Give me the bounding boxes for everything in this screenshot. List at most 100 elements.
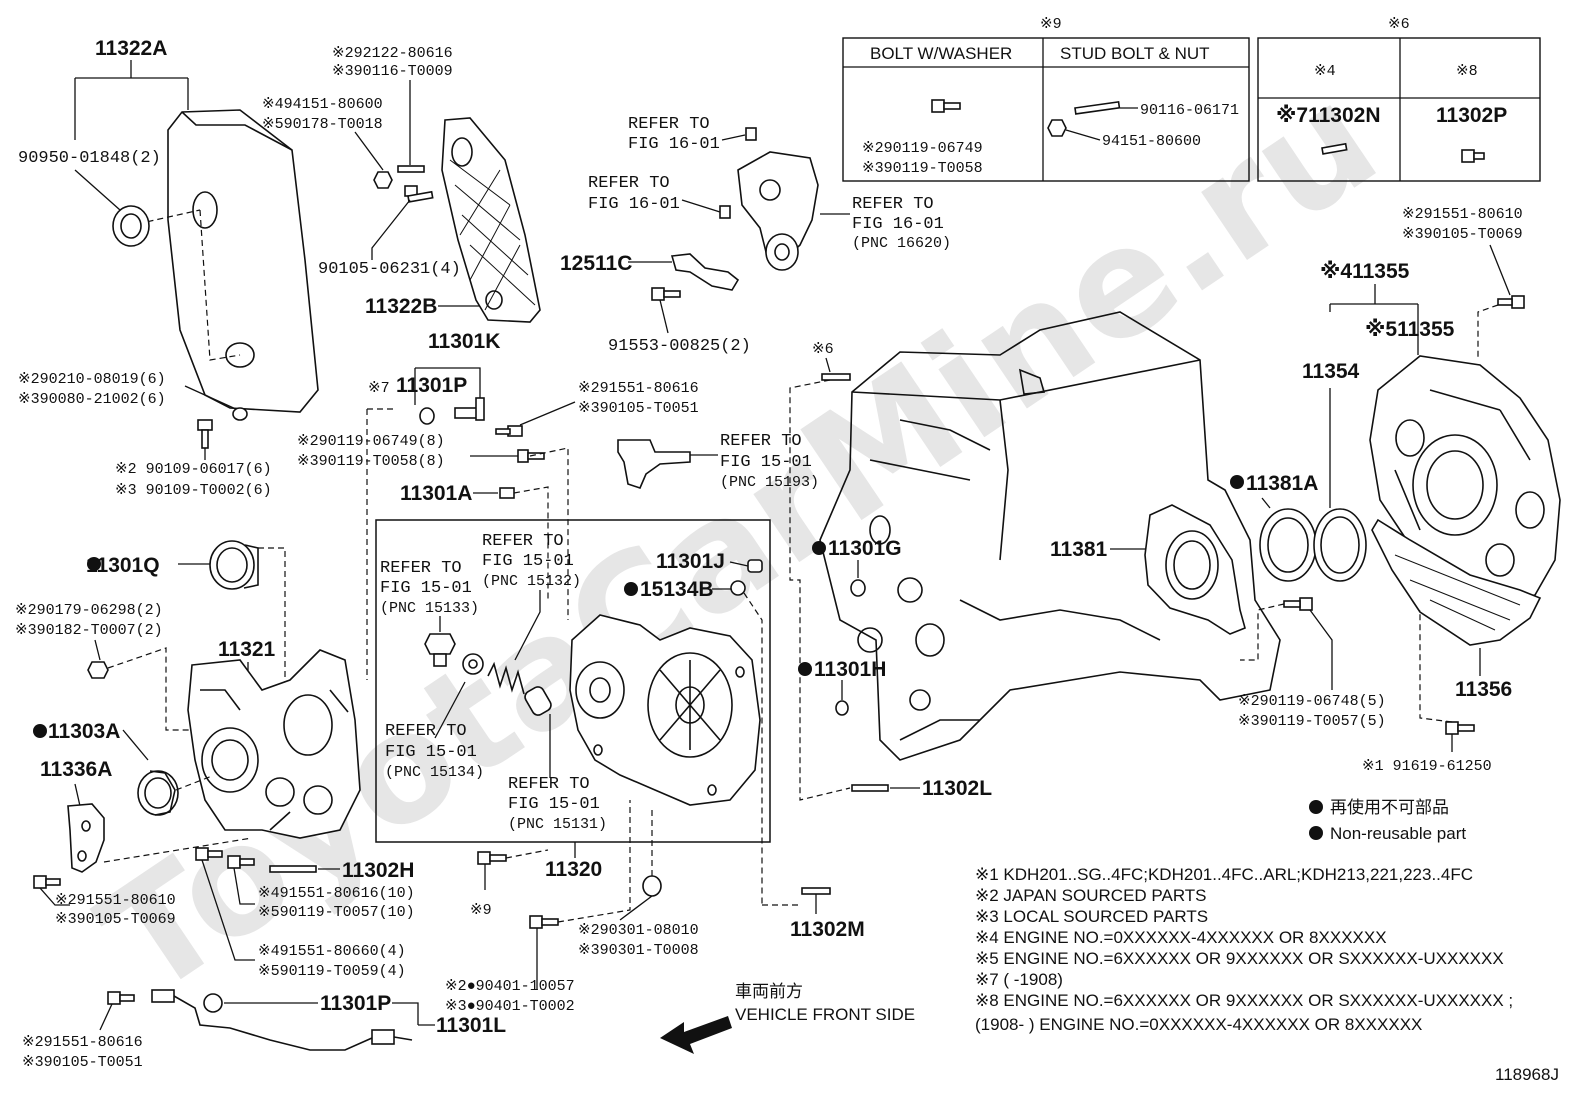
nonreusable-dot-11301H (798, 662, 812, 676)
label-92122: ※292122-80616 (332, 45, 453, 62)
table6-col1: ※4 (1314, 63, 1336, 80)
label-91551-80660-4: ※491551-80660(4) (258, 943, 406, 960)
label-11301H: 11301H (814, 658, 886, 681)
oring-11301P-bot (203, 993, 223, 1013)
stud-90116 (397, 165, 425, 173)
label-90119-T0059-4: ※590119-T0059(4) (258, 963, 406, 980)
refer-15131-line1: REFER TO (508, 775, 590, 794)
note-8: ※8 ENGINE NO.=6XXXXXX OR 9XXXXXX OR SXXX… (975, 991, 1513, 1010)
bolt-91551-80610-r (1497, 295, 1525, 309)
gasket-15193 (617, 439, 691, 489)
label-90301-08010: ※290301-08010 (578, 922, 699, 939)
bolt-9mark (477, 851, 507, 865)
table9-c1a: ※290119-06749 (862, 140, 983, 157)
oring-11301G (850, 579, 866, 597)
bolt-91619 (1445, 721, 1475, 735)
label-91551-80610-bl: ※291551-80610 (55, 892, 176, 909)
label-90109-T0002: ※3 90109-T0002(6) (115, 482, 272, 499)
table6-mark: ※6 (1388, 16, 1410, 33)
oil-pump-11320 (569, 614, 761, 806)
pin-11301J (747, 559, 763, 573)
legend-jp: 再使用不可部品 (1330, 797, 1449, 817)
table9-c2b: 94151-80600 (1102, 133, 1201, 150)
label-11381A: 11381A (1246, 472, 1318, 495)
label-9mark-bolt: ※9 (470, 902, 492, 919)
notes-block: ※1 KDH201..SG..4FC;KDH201..4FC..ARL;KDH2… (975, 865, 1513, 1034)
stud-11302L (851, 784, 889, 792)
label-11322B: 11322B (365, 295, 437, 318)
legend-en: Non-reusable part (1330, 824, 1466, 843)
oring-90301 (642, 875, 662, 897)
nonreusable-dot-11381A (1230, 475, 1244, 489)
bolt-91551-top (495, 425, 523, 437)
label-6mark: ※6 (812, 341, 834, 358)
label-11322A: 11322A (95, 37, 167, 60)
refer-15133-line3: (PNC 15133) (380, 600, 479, 617)
label-90080: ※390080-21002(6) (18, 391, 166, 408)
refer-15132-line2: FIG 15-01 (482, 552, 574, 571)
label-front-en: VEHICLE FRONT SIDE (735, 1005, 915, 1024)
label-90109-06017: ※2 90109-06017(6) (115, 461, 272, 478)
refer-15193-line1: REFER TO (720, 432, 802, 451)
valve-15131 (524, 686, 552, 716)
plate-11354 (1313, 508, 1367, 582)
table9-c1b: ※390119-T0058 (862, 160, 983, 177)
timing-cover-11322A (127, 109, 319, 413)
refer-15133-line2: FIG 15-01 (380, 579, 472, 598)
table6-col2: ※8 (1456, 63, 1478, 80)
label-11301P-bot: 11301P (320, 992, 391, 1015)
refer-15132-line1: REFER TO (482, 532, 564, 551)
refer-15134-line3: (PNC 15134) (385, 764, 484, 781)
spring-15132 (487, 661, 525, 695)
table9-col2: STUD BOLT & NUT (1060, 44, 1210, 63)
oil-seal-11381A (1259, 508, 1317, 582)
refer-15131-line3: (PNC 15131) (508, 816, 607, 833)
label-11356: 11356 (1455, 678, 1512, 701)
nonreusable-dot-15134B (624, 582, 638, 596)
vehicle-front-arrow (660, 1016, 732, 1054)
gasket-15134 (462, 653, 484, 675)
refer-16-c-line1: REFER TO (852, 195, 934, 214)
bolt-90401 (529, 915, 559, 929)
label-90119-T0057-5: ※390119-T0057(5) (1238, 713, 1386, 730)
refer-16-a-line1: REFER TO (628, 115, 710, 134)
table-6: ※6 ※4 ※8 ※711302N 11302P (1257, 16, 1541, 182)
refer-16-b-line2: FIG 16-01 (588, 195, 680, 214)
label-11320: 11320 (545, 858, 602, 881)
label-90301-T0008: ※390301-T0008 (578, 942, 699, 959)
label-90119-T0058-8: ※390119-T0058(8) (297, 453, 445, 470)
label-11302L: 11302L (922, 777, 992, 800)
timing-case-11321 (187, 649, 361, 839)
stud-11302M (801, 887, 831, 895)
refer-15134-line1: REFER TO (385, 722, 467, 741)
label-90401-10057: ※2●90401-10057 (445, 978, 575, 995)
label-90105-T0069-bl: ※390105-T0069 (55, 911, 176, 928)
bolt-91553 (651, 287, 681, 301)
label-11301Q: 11301Q (86, 554, 160, 577)
label-11355-5: ※511355 (1365, 318, 1455, 341)
seal-retainer-11381 (1144, 504, 1246, 635)
label-12511C: 12511C (560, 252, 632, 275)
figure-id: 118968J (1495, 1065, 1559, 1084)
refer-16-b-line1: REFER TO (588, 174, 670, 193)
table9-mark: ※9 (1040, 16, 1062, 33)
idler-bracket (737, 151, 819, 271)
label-90105-T0051-top: ※390105-T0051 (578, 400, 699, 417)
note-8b: (1908- ) ENGINE NO.=0XXXXXX-4XXXXXX OR 8… (975, 1015, 1422, 1034)
bolt-91551-bot (107, 991, 135, 1005)
label-90119-06748: ※290119-06748(5) (1238, 693, 1386, 710)
label-11301K: 11301K (428, 330, 500, 353)
engine-block (819, 311, 1281, 761)
bolt-90105-06231 (404, 185, 434, 203)
table9-c2a: 90116-06171 (1140, 102, 1239, 119)
note-1: ※1 KDH201..SG..4FC;KDH201..4FC..ARL;KDH2… (975, 865, 1473, 884)
label-90119-06749-8: ※290119-06749(8) (297, 433, 445, 450)
label-90210: ※290210-08019(6) (18, 371, 166, 388)
stud-bolt-icon (1047, 100, 1121, 137)
refer-16-c-line2: FIG 16-01 (852, 215, 944, 234)
label-11301A: 11301A (400, 482, 472, 505)
refer-15132-line3: (PNC 15132) (482, 573, 581, 590)
label-11355-4: ※411355 (1320, 260, 1410, 283)
label-91551-top: ※291551-80616 (578, 380, 699, 397)
